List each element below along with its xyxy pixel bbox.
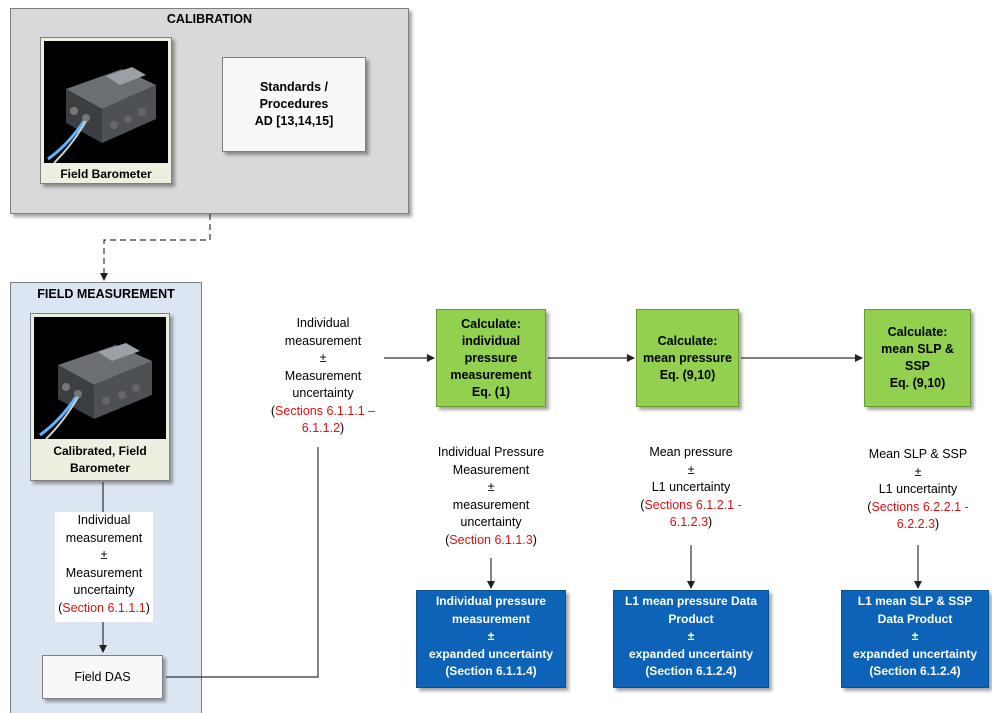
calc3-output-text: Mean SLP & SSP ± L1 uncertainty (Section… [848,446,988,534]
product2-line-1: L1 mean pressure Data [624,594,758,608]
calc1-out-line-3: ± [487,480,495,494]
product2-line-3: ± [687,629,695,643]
product2-line-2: Product [668,611,714,626]
calibrated-barometer-image [34,317,166,439]
field-meas-line-4: Measurement [65,565,143,580]
calc2-line-1: Calculate: [657,333,718,348]
field-meas-line-5: uncertainty [73,583,135,597]
calc2-out-line-3: L1 uncertainty [651,480,731,494]
calc2-line-3: Eq. (9,10) [659,367,716,382]
standards-line-3: AD [13,14,15] [254,114,334,128]
field-barometer-photo-frame: Field Barometer [40,37,172,184]
input-measurement-text: Individual measurement ± Measurement unc… [262,315,384,447]
product2-line-4: expanded uncertainty [628,646,754,661]
calc3-line-3: SSP [904,359,930,373]
field-das-box: Field DAS [42,655,163,699]
calc3-out-line-1: Mean SLP & SSP [868,447,968,461]
product3-line-3: ± [911,629,919,643]
field-meas-line-3: ± [100,548,108,562]
field-das-label: Field DAS [74,670,131,684]
calibrated-barometer-caption-1: Calibrated, Field [53,444,147,458]
calc-mean-pressure-box: Calculate: mean pressure Eq. (9,10) [636,309,739,407]
product1-line-5: (Section 6.1.1.4) [445,664,537,678]
calc1-reference: (Section 6.1.1.3) [445,532,537,547]
calc1-line-3: pressure [464,350,518,365]
product3-line-2: Data Product [877,611,953,626]
calc2-output-text: Mean pressure ± L1 uncertainty (Sections… [621,444,761,532]
product-l1-mean-pressure: L1 mean pressure Data Product ± expanded… [613,590,769,688]
calc2-reference-a: (Sections 6.1.2.1 - [640,497,742,512]
input-line-1: Individual [296,316,350,330]
standards-procedures-box: Standards / Procedures AD [13,14,15] [222,57,366,152]
input-line-5: uncertainty [292,386,354,400]
calc1-out-line-4: measurement [452,497,530,512]
product1-line-1: Individual pressure [435,594,547,608]
calc1-line-4: measurement [450,367,532,382]
product3-line-5: (Section 6.1.2.4) [869,664,961,678]
barometer-image [44,41,168,163]
field-barometer-caption: Field Barometer [60,167,152,181]
calc-individual-pressure-box: Calculate: individual pressure measureme… [436,309,546,407]
field-measurement-title: FIELD MEASUREMENT [37,287,175,301]
input-reference-a: (Sections 6.1.1.1 – [270,403,376,418]
calc1-line-1: Calculate: [461,316,521,331]
calc3-line-2: mean SLP & [881,342,954,356]
product-l1-mean-slp-ssp: L1 mean SLP & SSP Data Product ± expande… [841,590,989,688]
calc3-line-1: Calculate: [887,325,948,339]
product3-line-1: L1 mean SLP & SSP [857,594,973,608]
input-reference-b: 6.1.1.2) [301,421,345,435]
calc2-out-line-1: Mean pressure [649,445,733,459]
calibrated-barometer-photo-frame: Calibrated, Field Barometer [30,313,170,481]
calc1-line-2: individual [461,333,521,348]
field-measurement-text: Individual measurement ± Measurement unc… [55,512,153,622]
calc2-reference-b: 6.1.2.3) [669,515,713,529]
calc3-out-line-2: ± [914,464,922,479]
field-meas-line-1: Individual [77,513,131,527]
product1-line-2: measurement [451,611,531,626]
product2-line-5: (Section 6.1.2.4) [645,664,737,678]
field-meas-line-2: measurement [65,530,143,545]
product-individual-pressure: Individual pressure measurement ± expand… [416,590,566,688]
field-meas-section-ref: Section 6.1.1.1 [62,600,146,615]
calc1-line-5: Eq. (1) [471,384,511,399]
field-meas-reference: (Section 6.1.1.1) [58,600,150,615]
calc3-reference-b: 6.2.2.3) [896,517,940,531]
product1-line-4: expanded uncertainty [428,646,554,661]
calc3-reference-a: (Sections 6.2.2.1 - [867,499,969,514]
calibration-title: CALIBRATION [166,12,253,26]
calc1-out-line-2: Measurement [452,462,530,477]
calc1-out-line-1: Individual Pressure [437,445,545,459]
standards-line-2: Procedures [259,97,329,111]
calibrated-barometer-caption-2: Barometer [69,461,131,475]
calc-mean-slp-ssp-box: Calculate: mean SLP & SSP Eq. (9,10) [864,309,971,407]
input-line-3: ± [319,351,327,365]
calc1-output-text: Individual Pressure Measurement ± measur… [421,444,561,549]
calc1-out-line-5: uncertainty [460,515,522,529]
input-line-4: Measurement [284,368,362,383]
calc3-line-4: Eq. (9,10) [889,376,946,390]
product3-line-4: expanded uncertainty [852,646,978,661]
standards-line-1: Standards / [259,80,329,94]
calc2-line-2: mean pressure [643,350,732,365]
input-line-2: measurement [284,333,362,348]
calc3-out-line-3: L1 uncertainty [878,482,958,496]
product1-line-3: ± [487,629,495,643]
calc2-out-line-2: ± [687,462,695,477]
